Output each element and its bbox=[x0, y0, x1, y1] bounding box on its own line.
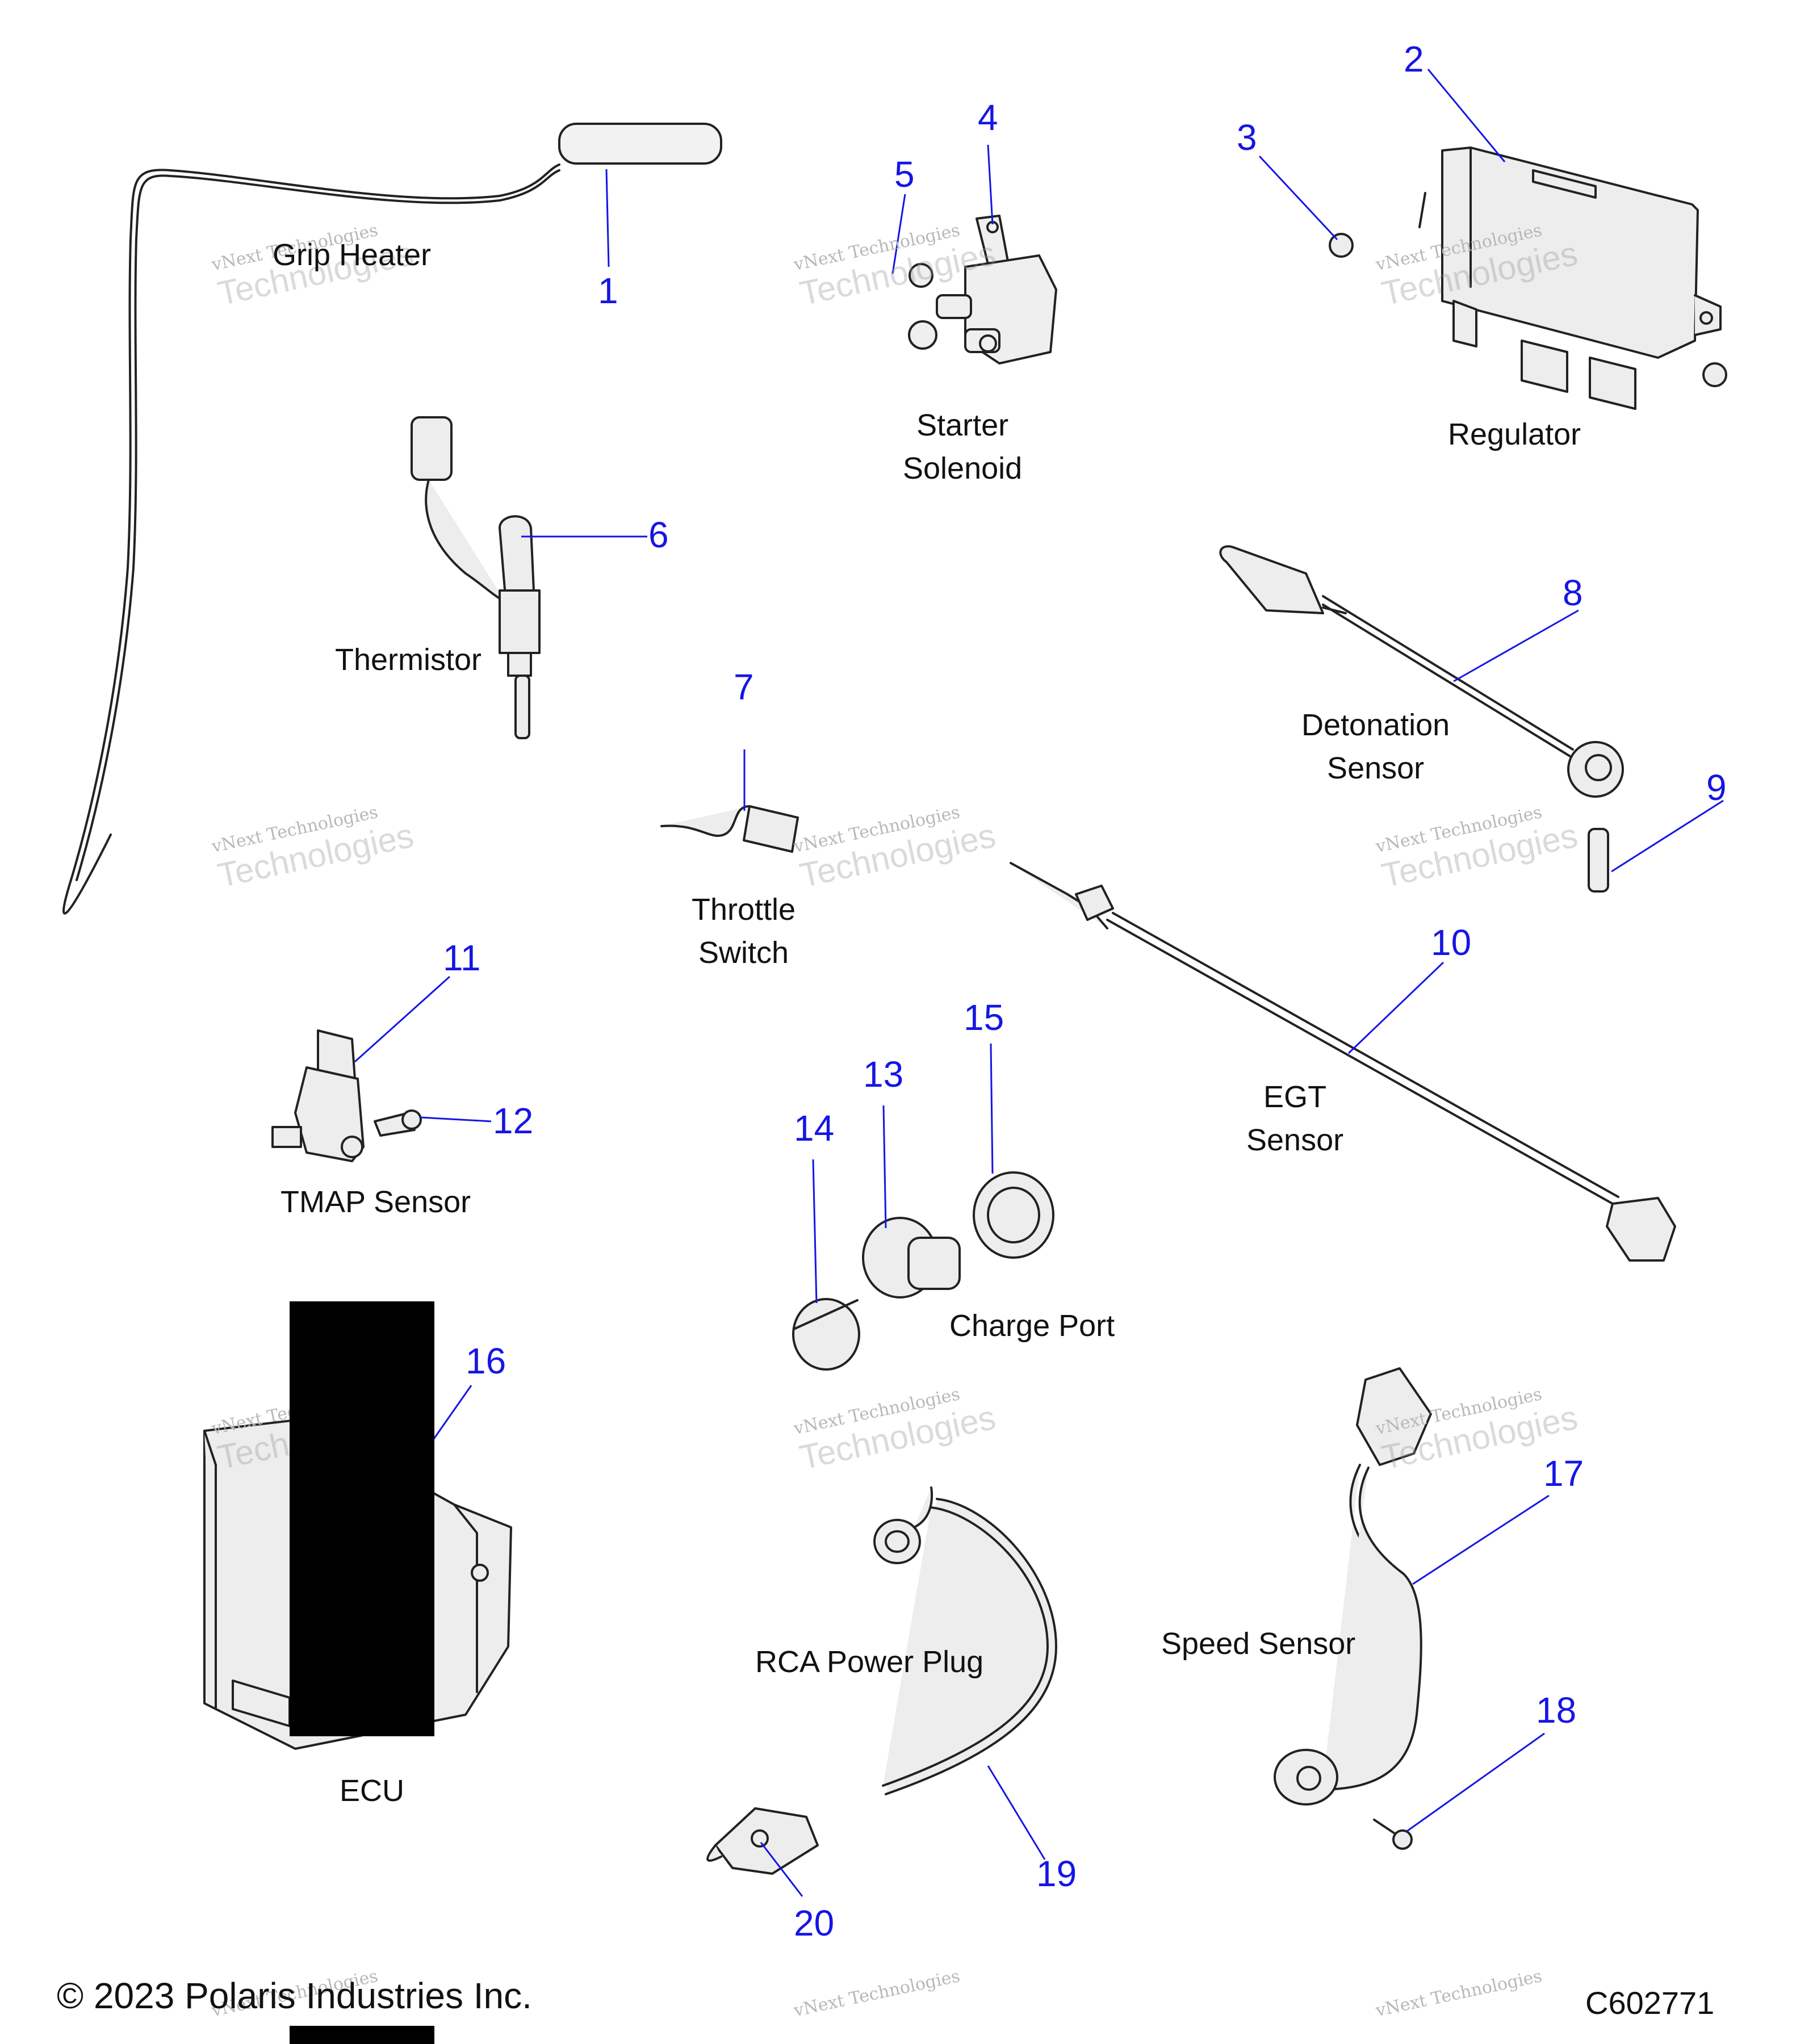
callout-9: 9 bbox=[1706, 767, 1727, 808]
grip-heater-part bbox=[62, 123, 722, 915]
callout-2: 2 bbox=[1404, 39, 1424, 79]
label-rca-power-plug: RCA Power Plug bbox=[755, 1645, 984, 1679]
label-grip-heater: Grip Heater bbox=[273, 238, 432, 272]
callout-5: 5 bbox=[894, 154, 915, 195]
callout-3: 3 bbox=[1237, 117, 1257, 158]
callout-17: 17 bbox=[1543, 1453, 1584, 1494]
callout-14: 14 bbox=[794, 1108, 835, 1149]
redaction-block bbox=[290, 2026, 434, 2044]
callout-1: 1 bbox=[598, 270, 618, 311]
callout-13: 13 bbox=[863, 1054, 904, 1095]
throttle-switch-part bbox=[660, 805, 799, 853]
callout-11: 11 bbox=[443, 937, 481, 978]
thermistor-part bbox=[411, 416, 541, 739]
label-tmap-sensor: TMAP Sensor bbox=[280, 1185, 471, 1219]
callout-18: 18 bbox=[1536, 1690, 1577, 1731]
callout-16: 16 bbox=[466, 1341, 506, 1381]
callout-4: 4 bbox=[978, 97, 998, 138]
callout-12: 12 bbox=[493, 1100, 534, 1141]
callout-20: 20 bbox=[794, 1903, 835, 1944]
label-ecu: ECU bbox=[340, 1774, 405, 1808]
callout-10: 10 bbox=[1431, 922, 1472, 963]
tmap-sensor-part bbox=[271, 1029, 422, 1162]
callout-7: 7 bbox=[734, 667, 754, 707]
starter-solenoid-part bbox=[908, 215, 1057, 365]
diagram-code: C602771 bbox=[1585, 1985, 1715, 2021]
label-thermistor: Thermistor bbox=[335, 643, 482, 677]
label-regulator: Regulator bbox=[1448, 417, 1581, 451]
rca-power-plug-part bbox=[706, 1486, 1057, 1875]
callout-15: 15 bbox=[964, 997, 1004, 1038]
charge-port-part bbox=[792, 1171, 1054, 1371]
redaction-block bbox=[290, 1301, 434, 1736]
copyright-notice: © 2023 Polaris Industries Inc. bbox=[57, 1975, 532, 2016]
callout-8: 8 bbox=[1563, 572, 1583, 613]
egt-sensor-part bbox=[1010, 862, 1676, 1262]
label-speed-sensor: Speed Sensor bbox=[1161, 1627, 1356, 1661]
speed-sensor-part bbox=[1274, 1367, 1432, 1850]
callout-19: 19 bbox=[1036, 1853, 1077, 1894]
callout-6: 6 bbox=[648, 514, 669, 555]
label-charge-port: Charge Port bbox=[949, 1309, 1115, 1343]
detonation-sensor-part bbox=[1219, 545, 1624, 893]
regulator-part bbox=[1329, 146, 1727, 410]
